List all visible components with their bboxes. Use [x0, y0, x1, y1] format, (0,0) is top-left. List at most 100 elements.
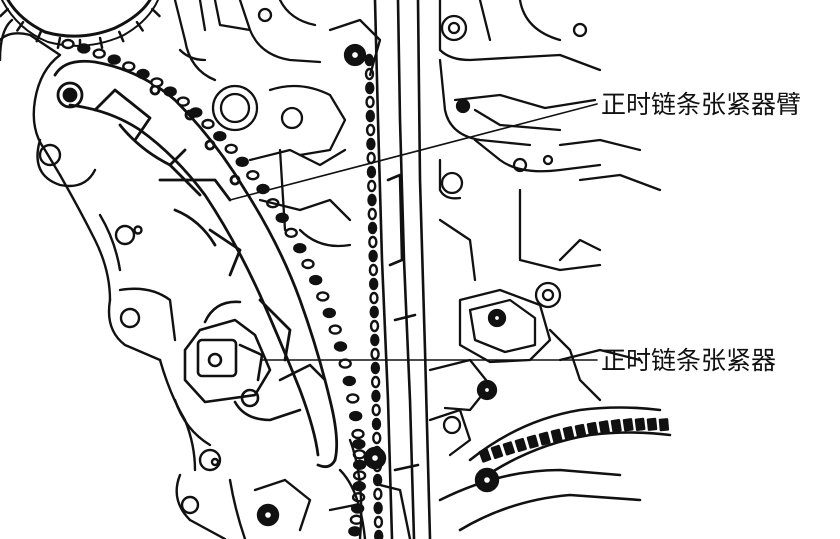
chain-link — [368, 277, 379, 291]
chain-link — [367, 193, 377, 207]
chain-link — [371, 417, 382, 431]
chain-link — [293, 242, 307, 254]
tensioner-label: 正时链条张紧器 — [601, 346, 777, 375]
crank-tooth — [502, 441, 515, 456]
sprocket-tooth — [56, 36, 62, 50]
chain-link — [333, 341, 348, 352]
chain-link — [346, 393, 360, 404]
chain-link — [373, 515, 384, 529]
chain-guide-rail — [373, 0, 432, 539]
chain-link — [338, 358, 352, 369]
camshaft-sprocket — [0, 0, 161, 52]
chain-link — [136, 68, 150, 80]
chain-link — [163, 86, 177, 97]
sprocket-tooth — [151, 7, 161, 18]
sprocket-tooth — [118, 30, 125, 43]
sprocket-tooth — [98, 36, 104, 50]
right-housing — [428, 0, 662, 457]
crank-tooth — [514, 437, 527, 453]
chain-link — [352, 438, 366, 450]
chain-link — [369, 319, 380, 333]
crank-tooth — [610, 418, 622, 433]
chain-link — [368, 235, 378, 249]
chain-link — [373, 501, 383, 515]
crank-tooth — [658, 418, 670, 432]
chain-link — [301, 258, 315, 270]
front-cover-outline — [0, 18, 247, 539]
chain-link — [309, 274, 323, 286]
chain-link — [370, 333, 380, 347]
chain-link — [348, 526, 362, 537]
tensioner-body — [183, 300, 327, 422]
crank-tooth — [478, 448, 492, 463]
chain-link — [369, 305, 379, 319]
engine-block-details — [173, 0, 382, 248]
crank-tooth — [526, 434, 539, 449]
chain-link — [349, 410, 363, 422]
crankshaft-sprocket — [438, 406, 672, 532]
chain-link — [372, 473, 383, 487]
crank-tooth — [490, 444, 504, 460]
chain-link — [372, 431, 382, 445]
crank-tooth — [586, 421, 599, 436]
chain-link — [122, 61, 136, 72]
chain-link — [61, 38, 75, 50]
chain-link — [316, 291, 330, 302]
chain-link — [224, 143, 238, 155]
chain-link — [328, 324, 342, 335]
callout-leader-lines — [229, 103, 598, 361]
chain-link — [77, 43, 91, 54]
chain-link — [373, 487, 383, 501]
sprocket-tooth — [135, 20, 144, 32]
chain-link — [370, 375, 381, 389]
chain-link — [370, 361, 381, 375]
crank-tooth — [634, 417, 646, 431]
chain-link — [189, 107, 203, 118]
crank-tooth — [622, 418, 634, 432]
chain-link — [150, 77, 164, 88]
chain-link — [368, 249, 378, 263]
crank-tooth — [550, 428, 563, 443]
chain-link — [92, 48, 106, 59]
chain-link — [371, 403, 381, 417]
sprocket-tooth — [0, 7, 9, 18]
tensioner-arm-label: 正时链条张紧器臂 — [601, 90, 802, 119]
tensioner-arm-shape — [53, 59, 339, 469]
chain-link — [322, 307, 336, 319]
chain-link — [342, 375, 356, 387]
chain-link — [364, 53, 374, 67]
chain-link — [235, 156, 249, 168]
chain-link — [284, 227, 298, 239]
sprocket-tooth — [16, 20, 25, 32]
chain-link — [367, 207, 377, 221]
chain-link — [351, 428, 365, 440]
chain-link — [107, 54, 121, 65]
chain-link — [176, 96, 190, 107]
chain-link — [365, 109, 376, 123]
chain-link — [366, 137, 376, 151]
chain-link — [275, 212, 289, 224]
chain-link — [366, 151, 376, 165]
crank-tooth — [538, 431, 551, 446]
crank-tooth — [574, 423, 587, 438]
chain-link — [367, 221, 378, 235]
chain-link — [366, 165, 377, 179]
chain-link — [374, 529, 384, 539]
chain-link — [246, 169, 260, 181]
crank-tooth — [562, 426, 575, 440]
chain-link — [201, 118, 215, 130]
chain-link — [365, 81, 375, 95]
chain-link — [369, 291, 379, 305]
chain-link — [370, 347, 380, 361]
chain-link — [368, 263, 379, 277]
crank-tooth — [646, 417, 658, 431]
chain-link — [365, 95, 375, 109]
chain-link — [371, 389, 381, 403]
crank-tooth — [598, 420, 610, 434]
chain-link — [365, 123, 376, 137]
chain-link — [367, 179, 377, 193]
chain-link — [213, 130, 227, 142]
lower-details — [253, 438, 500, 539]
